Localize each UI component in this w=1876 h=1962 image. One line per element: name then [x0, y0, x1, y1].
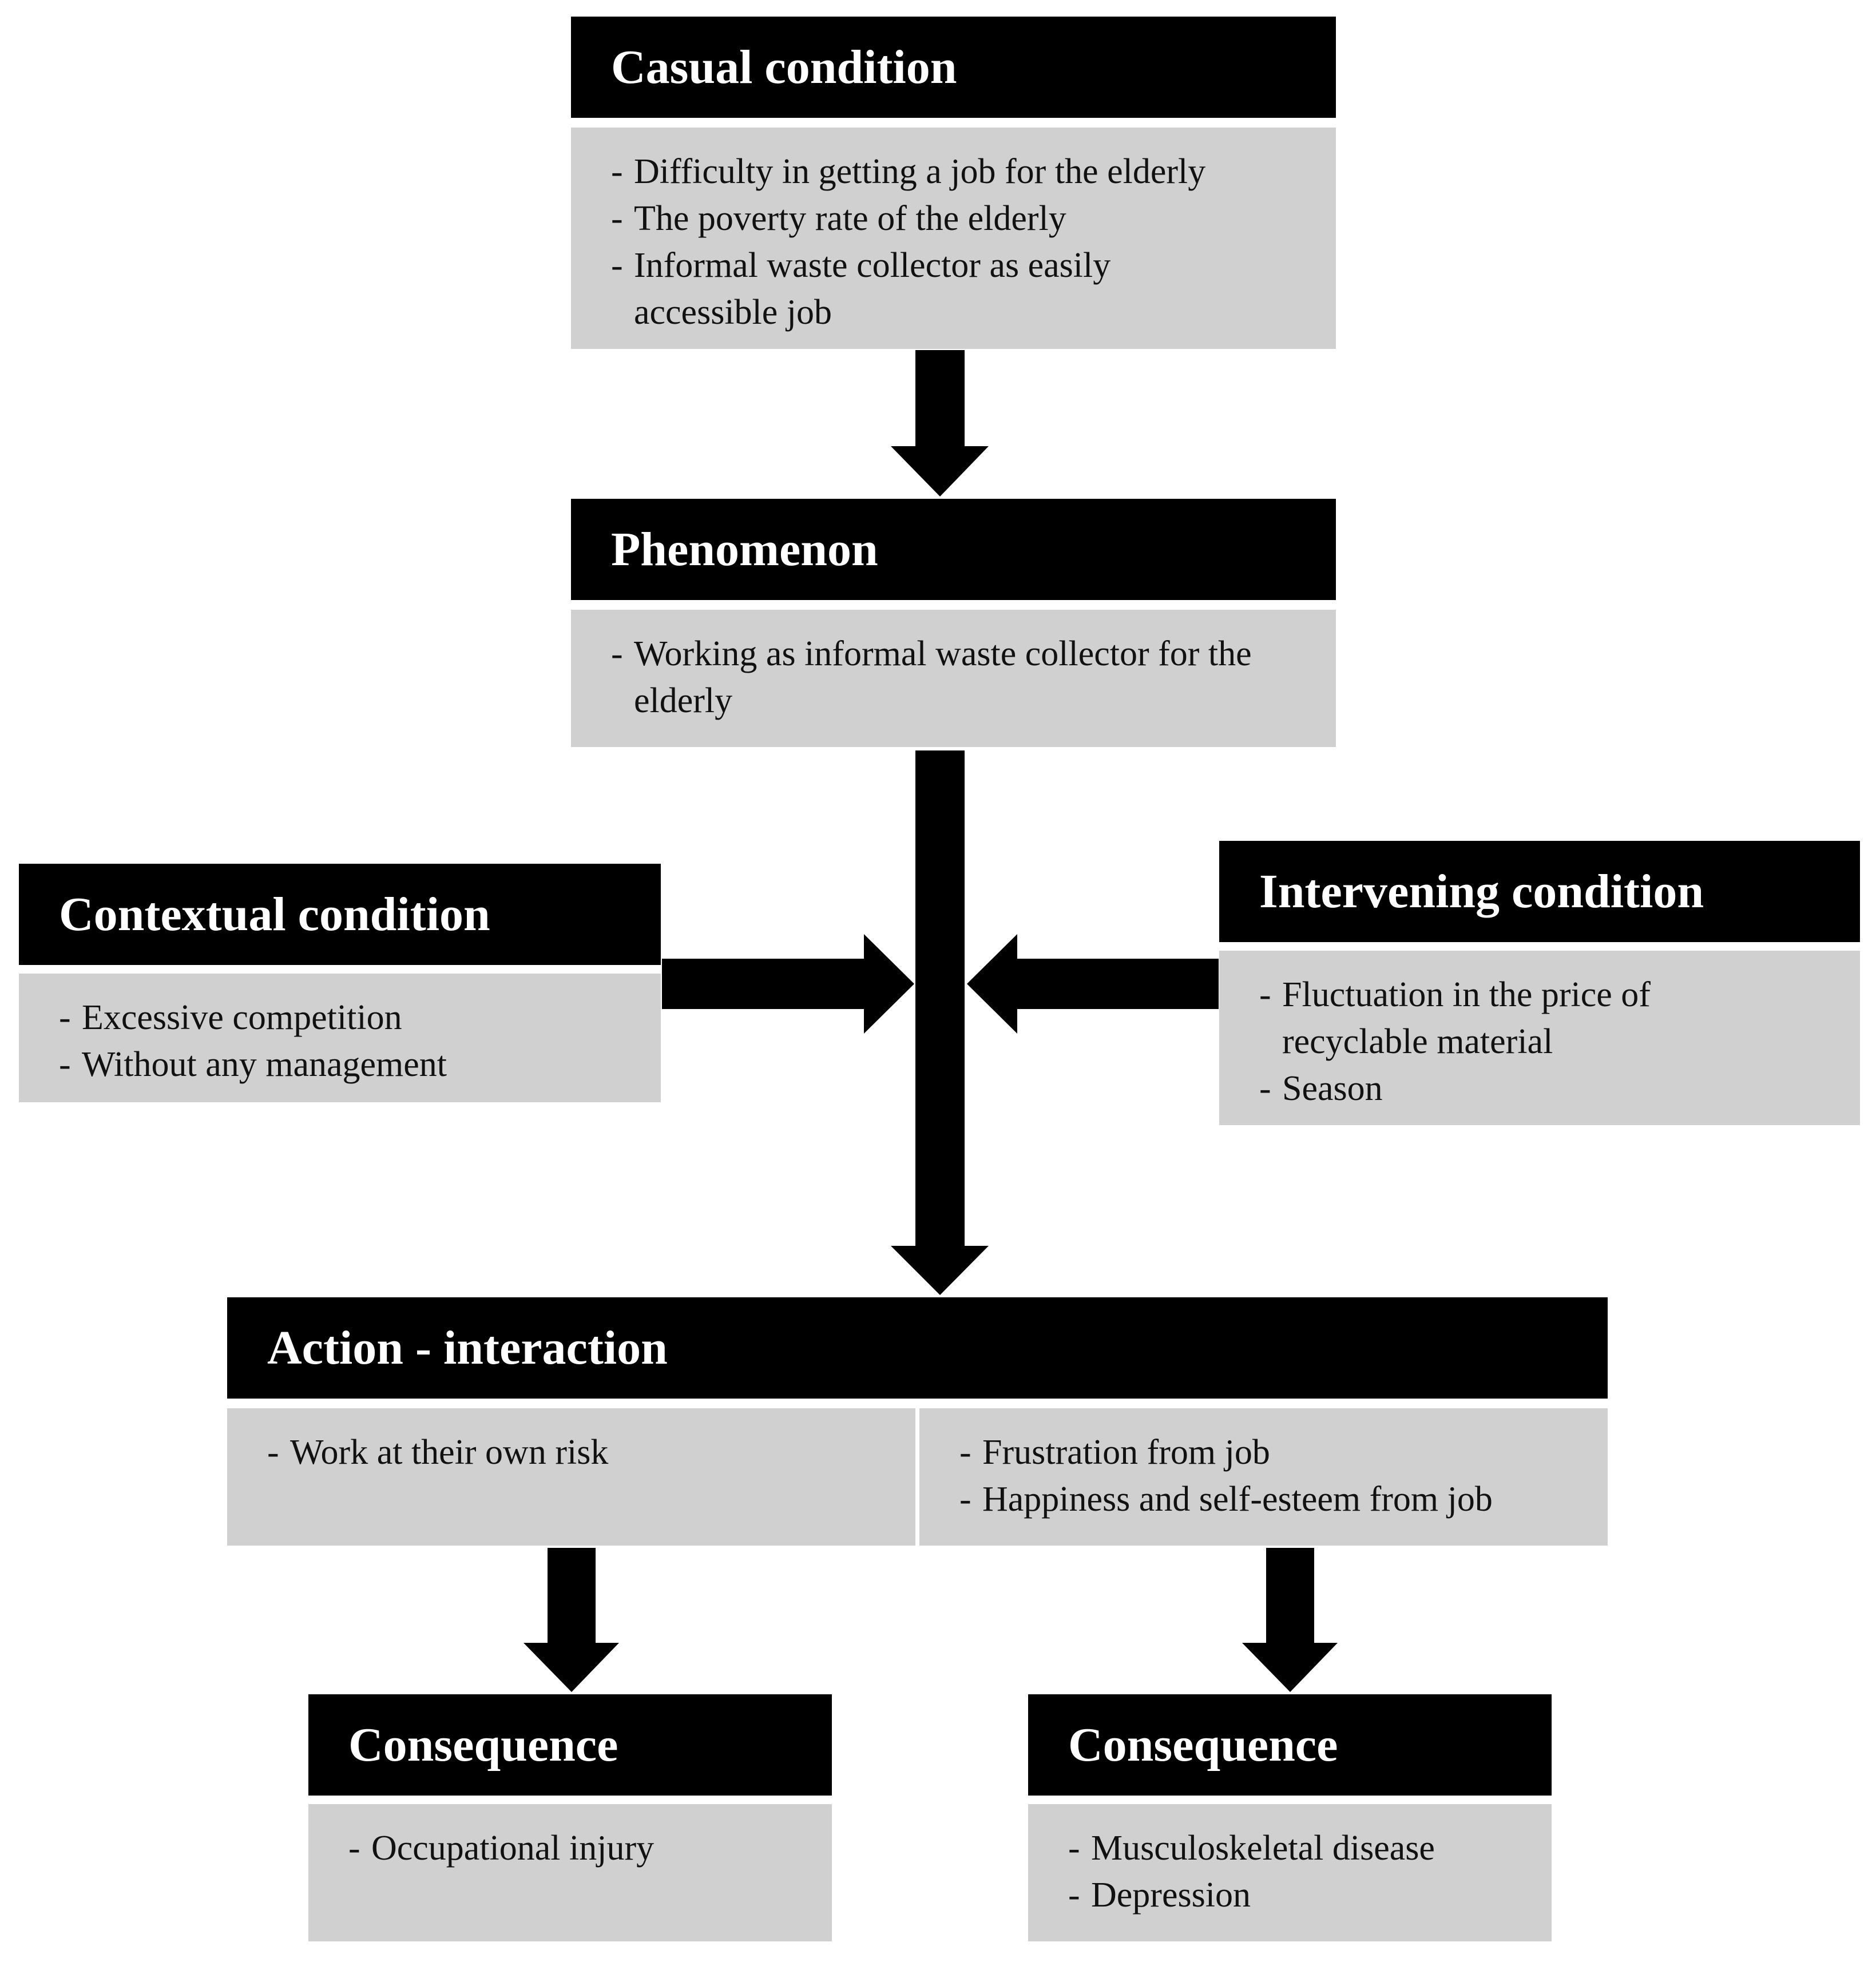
contextual-item: - Without any management — [59, 1045, 447, 1084]
intervening-condition-title: Intervening condition — [1259, 864, 1704, 918]
action-right-item: - Frustration from job — [959, 1433, 1270, 1472]
casual-item: - Difficulty in getting a job for the el… — [611, 152, 1206, 191]
intervening-condition-body: - Fluctuation in the price of recyclable… — [1219, 951, 1860, 1125]
consequence-left-body: - Occupational injury — [308, 1804, 832, 1941]
consequence-right-item: - Musculoskeletal disease — [1068, 1829, 1435, 1868]
arrow-casual-to-phenomenon — [891, 350, 989, 497]
consequence-left-item: - Occupational injury — [348, 1829, 655, 1868]
phenomenon-header: Phenomenon — [571, 499, 1336, 600]
action-interaction-header: Action - interaction — [227, 1297, 1608, 1399]
intervening-item: - Fluctuation in the price of recyclable… — [1259, 975, 1651, 1061]
consequence-right-title: Consequence — [1068, 1718, 1338, 1772]
action-interaction-title: Action - interaction — [267, 1321, 668, 1375]
intervening-item: - Season — [1259, 1069, 1383, 1108]
action-interaction-right-body: - Frustration from job - Happiness and s… — [919, 1408, 1608, 1546]
contextual-item: - Excessive competition — [59, 998, 402, 1037]
contextual-condition-header: Contextual condition — [19, 864, 661, 965]
action-left-item: - Work at their own risk — [267, 1433, 609, 1472]
intervening-condition-header: Intervening condition — [1219, 841, 1860, 942]
arrow-action-to-consequence-right — [1242, 1548, 1338, 1692]
arrow-intervening-to-center — [967, 934, 1219, 1034]
consequence-left-header: Consequence — [308, 1694, 832, 1796]
consequence-right-header: Consequence — [1028, 1694, 1552, 1796]
casual-item: - The poverty rate of the elderly — [611, 199, 1066, 238]
casual-condition-title: Casual condition — [611, 40, 957, 94]
action-right-item: - Happiness and self-esteem from job — [959, 1480, 1493, 1519]
consequence-right-item: - Depression — [1068, 1876, 1251, 1915]
arrow-contextual-to-center — [662, 934, 914, 1034]
casual-item: - Informal waste collector as easily acc… — [611, 246, 1111, 332]
action-interaction-left-body: - Work at their own risk — [227, 1408, 915, 1546]
phenomenon-body: - Working as informal waste collector fo… — [571, 610, 1336, 747]
consequence-left-title: Consequence — [348, 1718, 618, 1772]
consequence-right-body: - Musculoskeletal disease - Depression — [1028, 1804, 1552, 1941]
contextual-condition-body: - Excessive competition - Without any ma… — [19, 974, 661, 1102]
casual-condition-body: - Difficulty in getting a job for the el… — [571, 128, 1336, 349]
contextual-condition-title: Contextual condition — [59, 887, 490, 941]
casual-condition-header: Casual condition — [571, 17, 1336, 118]
arrow-phenomenon-to-action — [891, 750, 989, 1295]
phenomenon-item: - Working as informal waste collector fo… — [611, 634, 1252, 720]
phenomenon-title: Phenomenon — [611, 522, 878, 576]
arrow-action-to-consequence-left — [523, 1548, 619, 1692]
